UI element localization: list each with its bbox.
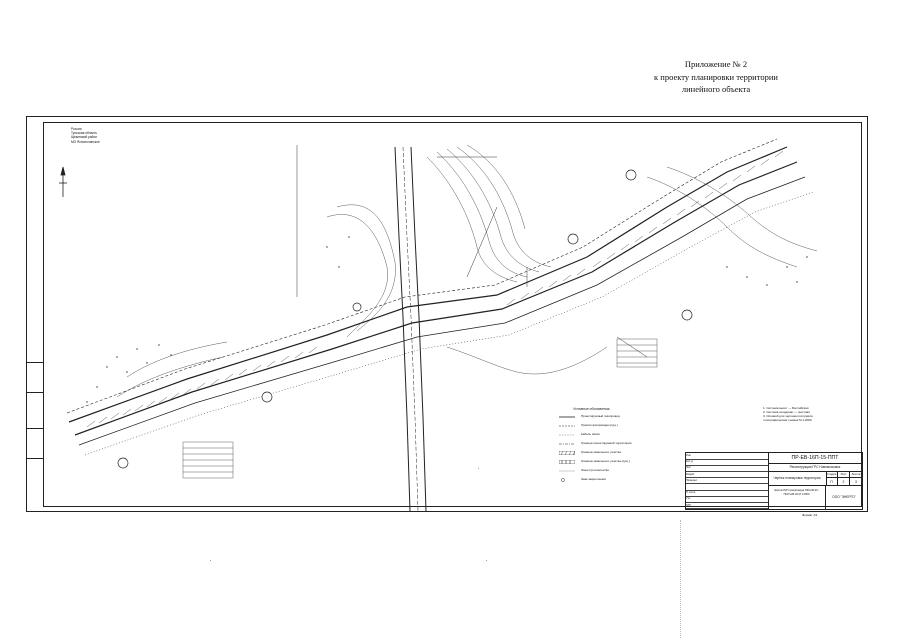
signature-row: Лист [686, 465, 768, 472]
stage-cell: Стадия П [826, 471, 838, 485]
legend-blocks-left [182, 338, 658, 479]
signature-row: Кол.уч [686, 459, 768, 466]
sheets-head: Листов [850, 472, 862, 478]
legend-item: Граница земельного участка (сущ.) [559, 459, 759, 466]
signature-row: Разраб. [686, 472, 768, 479]
location-region: Тульская область [71, 131, 98, 136]
thin-line-icon [559, 470, 575, 472]
legend-item: Зона строительства [559, 468, 759, 475]
sheet-cell: Лист 2 [838, 471, 850, 485]
legend-label: Граница земельного участка [581, 450, 621, 454]
document-code: ПР-ЕВ-16П-15-ППТ [768, 453, 862, 464]
signature-row: Изм. [686, 453, 768, 460]
cross-hatch-icon [559, 460, 575, 464]
drawing-sheet: Россия Тульская область Щекинский район … [26, 116, 868, 512]
signature-row: Утв. [686, 496, 768, 503]
legend-item: Граница проектируемой территории [559, 441, 759, 448]
contour-lines [116, 144, 818, 398]
hatch-area-icon [559, 451, 575, 455]
note-line: 1. Система высот — Балтийская [763, 406, 809, 410]
legend-item: Граница земельного участка [559, 450, 759, 457]
appendix-subtitle-1: к проекту планировки территории [654, 71, 778, 82]
note-line: 2. Система координат — местная [763, 409, 810, 414]
dashdot-line-icon [559, 443, 575, 445]
appendix-subtitle-2: линейного объекта [681, 84, 751, 94]
strip-cell [27, 428, 43, 459]
survey-marker-icon [117, 169, 693, 469]
point-features [86, 236, 808, 403]
inner-frame [43, 122, 862, 507]
note-line: 3. Основой для чертежа послужила [763, 413, 813, 418]
organization-name: ООО "ЭНЕРГО" [832, 495, 856, 499]
sheet-head: Лист [838, 471, 849, 478]
stage-head: Стадия [826, 472, 837, 478]
strip-cell [27, 458, 43, 507]
strip-cell [27, 362, 43, 393]
legend-label: Проектируемый газопровод [581, 414, 620, 418]
drawing-line: ПК37+89.34 М 1:2000 [783, 492, 810, 496]
scan-artifact [478, 468, 479, 469]
sheet-info-cells: Стадия П Лист 2 Листов 3 [826, 471, 862, 486]
legend-label: Трасса газопровода (сущ.) [581, 423, 618, 427]
signature-row: Н. контр. [686, 490, 768, 497]
note-line: топографическая съемка М 1:2000 [763, 417, 812, 422]
legend-label: Граница земельного участка (сущ.) [581, 459, 630, 463]
binding-strip [27, 362, 44, 507]
project-name: Реконструкция ГРС Новомосковск [768, 463, 862, 472]
legend-label: Кабель связи [581, 432, 600, 436]
legend-item: Проектируемый газопровод [559, 414, 759, 421]
dotted-line-icon [559, 434, 575, 436]
legend-item: Трасса газопровода (сущ.) [559, 423, 759, 430]
site-plan-drawing [59, 138, 818, 511]
drawing-description: Чертеж ПКП газопровода ПК0+00.00 - ПК37+… [768, 485, 826, 509]
dashed-line-icon [559, 425, 575, 427]
north-arrow-icon [59, 166, 67, 197]
signature-row: ГИП [686, 503, 768, 510]
corridor-detail [86, 150, 784, 428]
drawing-line: Чертеж ПКП газопровода ПК0+00.00 - [773, 489, 820, 492]
sheet-title: Чертеж планировки территории [768, 471, 827, 486]
signature-row [686, 484, 768, 491]
format-label: Формат А3 [802, 513, 818, 517]
road-crossing [394, 146, 427, 511]
pipeline-corridor [66, 138, 814, 456]
strip-cell [27, 392, 43, 429]
legend-item: Знак закрепления [559, 477, 759, 484]
solid-line-icon [559, 416, 575, 418]
legend-item: Кабель связи [559, 432, 759, 439]
stage-value: П [830, 480, 833, 484]
signature-row: Проверил [686, 478, 768, 485]
general-notes: 1. Система высот — Балтийская 2. Система… [763, 406, 859, 423]
location-country: Россия [71, 127, 82, 131]
title-block-signatures: Изм. Кол.уч Лист Разраб. Проверил Н. кон… [686, 453, 769, 510]
sheets-cell: Листов 3 [850, 471, 862, 485]
appendix-header: Приложение № 2 к проекту планировки терр… [611, 58, 821, 96]
location-block: Россия Тульская область Щекинский район … [71, 127, 100, 144]
legend: Условные обозначения Проектируемый газоп… [559, 407, 759, 507]
marker-circle-icon [561, 478, 565, 482]
scan-artifact [486, 560, 487, 561]
legend-label: Знак закрепления [581, 477, 606, 481]
legend-label: Граница проектируемой территории [581, 441, 632, 445]
sheets-value: 3 [855, 480, 857, 484]
location-municipality: МО Яснополянское [71, 139, 100, 144]
legend-title: Условные обозначения [573, 407, 610, 411]
title-block: Изм. Кол.уч Лист Разраб. Проверил Н. кон… [685, 452, 863, 510]
scan-artifact [680, 520, 681, 638]
scan-artifact [210, 560, 211, 561]
location-district: Щекинский район [71, 135, 97, 140]
appendix-title: Приложение № 2 [684, 59, 748, 69]
sheet-value: 2 [842, 480, 845, 484]
leader-lines [296, 145, 648, 358]
legend-label: Зона строительства [581, 468, 609, 472]
